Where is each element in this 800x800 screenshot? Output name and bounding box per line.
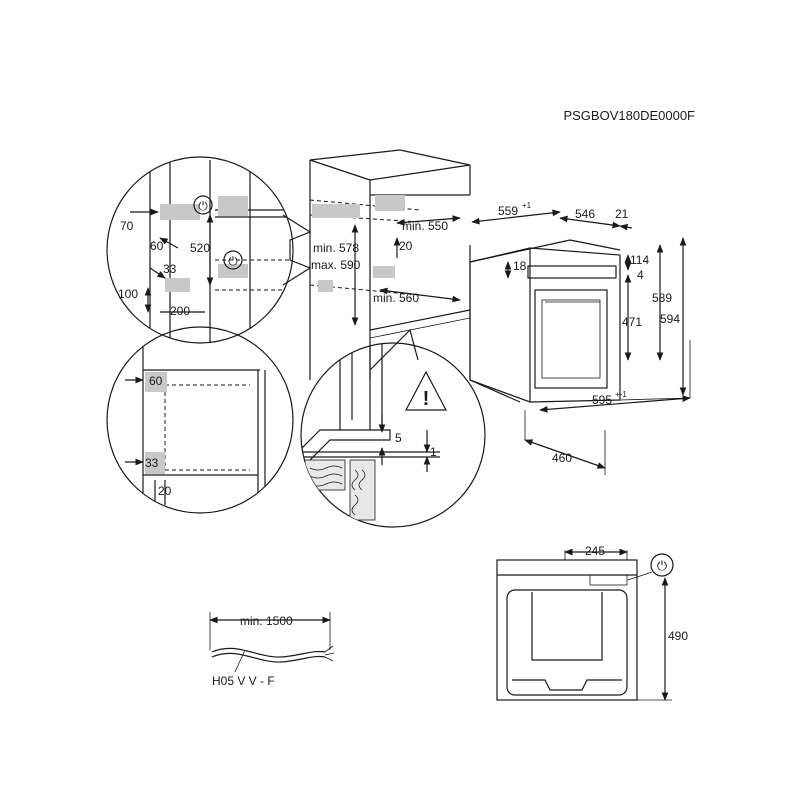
dim-100: 100 [118, 287, 138, 301]
dim-595-tolerance: +-1 [615, 390, 627, 399]
cable-type: H05 V V - F [212, 674, 275, 688]
dim-200: 200 [170, 304, 190, 318]
oven-dimensions: 559 +1 546 21 114 18 4 589 471 594 595 +… [469, 201, 691, 475]
dim-21: 21 [615, 207, 629, 221]
niche-detail-callout: ⏻ ⏻ 70 60 520 33 100 200 [106, 156, 294, 344]
dim-33: 33 [145, 456, 159, 470]
dim-20: 20 [399, 239, 413, 253]
cable-spec: min. 1500 H05 V V - F [209, 612, 335, 688]
cabinet-niche: min. 550 20 min. 578 max. 590 min. 560 [309, 149, 471, 380]
warning-triangle-icon: ! [405, 370, 447, 411]
dim-1: 1 [430, 445, 437, 459]
oven-back-view: ⏻ 245 490 [496, 544, 688, 701]
dim-546: 546 [575, 207, 595, 221]
dim-70: 70 [120, 219, 134, 233]
dim-471: 471 [622, 315, 642, 329]
dim-60: 60 [149, 374, 163, 388]
power-plug-icon: ⏻ [228, 254, 238, 268]
dim-5: 5 [395, 431, 402, 445]
side-detail-callout: 60 33 20 [106, 326, 294, 514]
dim-559-tolerance: +1 [522, 201, 532, 210]
dim-60: 60 [150, 239, 164, 253]
dim-min-560: min. 560 [373, 291, 419, 305]
dim-18: 18 [513, 259, 527, 273]
power-plug-icon: ⏻ [198, 199, 208, 213]
dim-245: 245 [585, 544, 605, 558]
dim-114: 114 [630, 253, 649, 267]
dim-4: 4 [637, 268, 644, 282]
dim-594: 594 [660, 312, 680, 326]
dim-33: 33 [163, 262, 177, 276]
dim-490: 490 [668, 629, 688, 643]
power-plug-icon: ⏻ [657, 558, 667, 573]
dim-520: 520 [190, 241, 210, 255]
dim-595: 595 [592, 393, 612, 407]
svg-text:!: ! [423, 388, 430, 410]
warning-detail-callout: ! 5 1 [300, 328, 486, 528]
dim-min-550: min. 550 [402, 219, 448, 233]
product-code: PSGBOV180DE0000F [563, 108, 695, 123]
cable-min-length: min. 1500 [240, 614, 293, 628]
dim-min-578: min. 578 [313, 241, 359, 255]
dim-559: 559 [498, 204, 518, 218]
dim-460: 460 [552, 451, 572, 465]
dim-20: 20 [158, 484, 172, 498]
dim-589: 589 [652, 291, 672, 305]
dim-max-590: max. 590 [311, 258, 361, 272]
